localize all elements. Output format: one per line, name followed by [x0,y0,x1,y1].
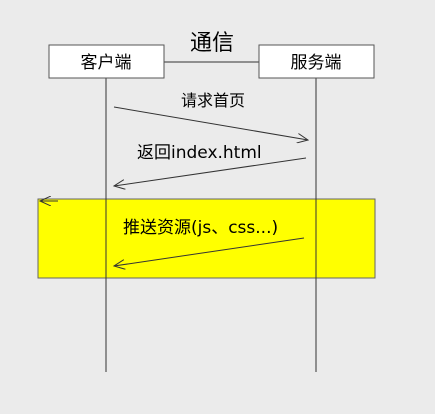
push-label: 推送资源(js、css...) [123,218,278,238]
response-arrow [114,157,307,186]
request-label: 请求首页 [181,91,245,110]
client-box [48,44,165,79]
push-arrow [114,237,305,266]
push-highlight-region [37,198,376,279]
server-label: 服务端 [291,53,342,73]
server-box [258,44,375,79]
request-arrow [113,106,308,140]
response-label: 返回index.html [137,143,262,163]
diagram-title: 通信 [190,31,234,56]
client-label: 客户端 [81,53,132,73]
